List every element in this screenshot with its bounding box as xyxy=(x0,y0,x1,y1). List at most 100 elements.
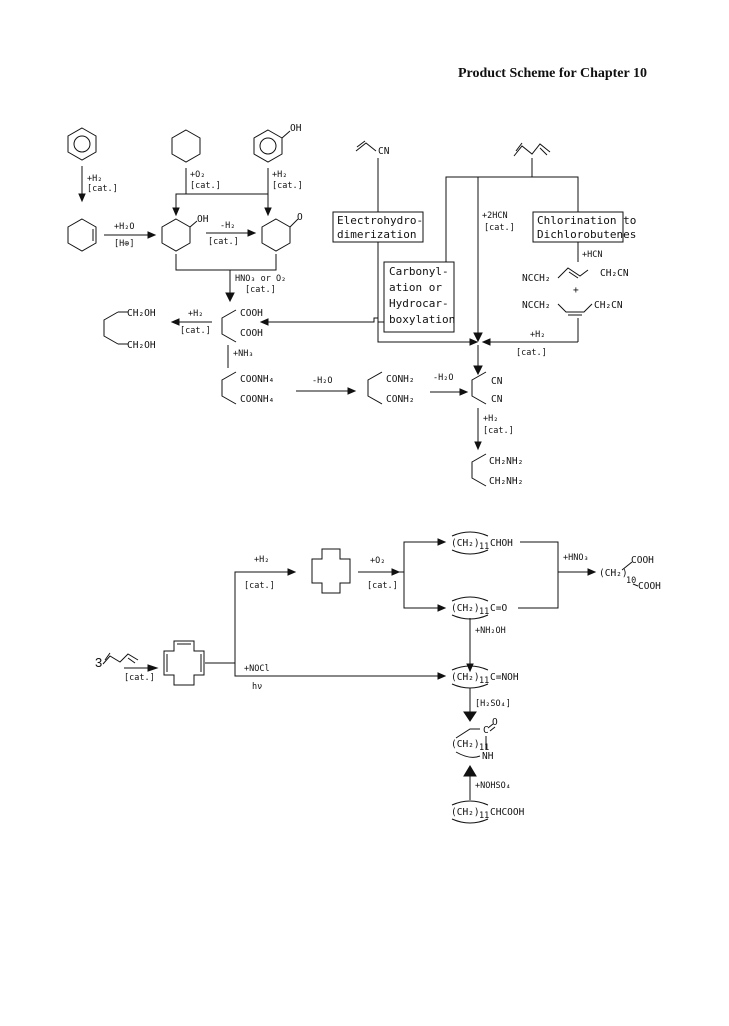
dcb1-right: CH₂CN xyxy=(600,268,629,279)
dcb1-left: NCCH₂ xyxy=(522,273,551,284)
acrylonitrile-cn-label: CN xyxy=(378,146,390,157)
oxidation-cat-bottom-label: [cat.] xyxy=(367,581,398,591)
acrylonitrile-structure xyxy=(355,140,377,152)
diamide-bottom-label: CONH₂ xyxy=(386,394,415,405)
cyclohexanol-oh-label: OH xyxy=(197,214,209,225)
adipic-acid-structure xyxy=(221,309,237,343)
dehydrogenation-cat-label: [cat.] xyxy=(208,237,239,247)
adiponitrile-top-label: CN xyxy=(491,376,503,387)
carb-line1: Carbonyl- xyxy=(389,265,449,278)
ehd-line2: dimerization xyxy=(337,228,416,241)
butadiene-bottom-structure xyxy=(102,652,139,665)
ehd-line1: Electrohydro- xyxy=(337,214,423,227)
ol-ring: (CH₂) xyxy=(451,538,480,549)
adipic-top-label: COOH xyxy=(240,308,263,319)
dehydrogenation-label: -H₂ xyxy=(220,221,235,231)
dd-index: 10 xyxy=(626,576,636,586)
hno3-label: +HNO₃ xyxy=(563,553,589,563)
adiponitrile-structure xyxy=(471,371,487,405)
hv-label: hν xyxy=(252,682,262,692)
diamine-bottom-label: CH₂NH₂ xyxy=(489,476,523,487)
dcb2-right: CH₂CN xyxy=(594,300,623,311)
phenol-h2-label: +H₂ xyxy=(272,170,287,180)
oxidation-reagent-label: HNO₃ or O₂ xyxy=(235,274,286,284)
ox-group: C=NOH xyxy=(490,672,519,683)
one-group: C=O xyxy=(490,603,507,614)
cc-index: 11 xyxy=(479,811,489,821)
phenol-cat-label: [cat.] xyxy=(272,181,303,191)
nohso4-label: +NOHSO₄ xyxy=(475,781,511,791)
dd-top: COOH xyxy=(631,555,654,566)
cyclohexanone-o-label: O xyxy=(297,212,303,223)
hydration-label: +H₂O xyxy=(114,222,134,232)
adipic-bottom-label: COOH xyxy=(240,328,263,339)
trimerization-cat-label: [cat.] xyxy=(124,673,155,683)
oxidation-cat-label: [cat.] xyxy=(190,181,221,191)
ox-index: 11 xyxy=(479,676,489,686)
h2so4-label: [H₂SO₄] xyxy=(475,699,511,709)
carbonylation-box xyxy=(383,261,455,333)
cyclohexene-structure xyxy=(67,218,97,252)
dehydration-1-label: -H₂O xyxy=(312,376,332,386)
cyclohexane-structure xyxy=(171,129,201,163)
lac-nh: NH xyxy=(482,751,494,762)
phenol-structure xyxy=(253,129,291,163)
nitrile-cat-side-label: [cat.] xyxy=(516,348,547,358)
nitrile-cat-label: [cat.] xyxy=(483,426,514,436)
benzene-h2-label: +H₂ xyxy=(87,174,102,184)
diol-h2-label: +H₂ xyxy=(188,309,203,319)
ol-group: CHOH xyxy=(490,538,513,549)
lac-c: C xyxy=(483,725,489,736)
lac-o: O xyxy=(492,717,498,728)
oxidation-reagent-cat-label: [cat.] xyxy=(245,285,276,295)
coefficient-3: 3 xyxy=(95,655,102,670)
hcn-label: +HCN xyxy=(582,250,602,260)
dcb2-left: NCCH₂ xyxy=(522,300,551,311)
nocl-label: +NOCl xyxy=(244,664,270,674)
dd-bottom: COOH xyxy=(638,581,661,592)
hydrocyanation-label: +2HCN xyxy=(482,211,508,221)
page-title: Product Scheme for Chapter 10 xyxy=(458,66,647,81)
hydrogenation-cat-label: [cat.] xyxy=(244,581,275,591)
one-ring: (CH₂) xyxy=(451,603,480,614)
oxidation-o2-bottom-label: +O₂ xyxy=(370,556,385,566)
carb-line3: Hydrocar- xyxy=(389,297,449,310)
hexanediol-structure xyxy=(103,311,128,345)
dd-ring: (CH₂) xyxy=(599,568,628,579)
benzene-structure xyxy=(67,127,97,161)
diamine-top-label: CH₂NH₂ xyxy=(489,456,523,467)
cc-group: CHCOOH xyxy=(490,807,525,818)
cyclododecane-structure xyxy=(311,548,351,594)
diol-top-label: CH₂OH xyxy=(127,308,156,319)
hydrogenation-h2-label: +H₂ xyxy=(254,555,269,565)
ox-ring: (CH₂) xyxy=(451,672,480,683)
diol-bottom-label: CH₂OH xyxy=(127,340,156,351)
cyclohexanol-structure xyxy=(161,218,198,252)
ammonium-top-label: COONH₄ xyxy=(240,374,274,385)
dehydration-2-label: -H₂O xyxy=(433,373,453,383)
carb-line2: ation or xyxy=(389,281,442,294)
nitrile-h2-side-label: +H₂ xyxy=(530,330,545,340)
nitrile-h2-label: +H₂ xyxy=(483,414,498,424)
chlor-line1: Chlorination to xyxy=(537,214,636,227)
butadiene-structure xyxy=(513,142,551,157)
benzene-cat-label: [cat.] xyxy=(87,184,118,194)
adiponitrile-bottom-label: CN xyxy=(491,394,503,405)
lac-ring: (CH₂) xyxy=(451,739,480,750)
diol-cat-label: [cat.] xyxy=(180,326,211,336)
cyclododecatriene-structure xyxy=(163,640,205,686)
one-index: 11 xyxy=(479,607,489,617)
diamide-top-label: CONH₂ xyxy=(386,374,415,385)
cc-ring: (CH₂) xyxy=(451,807,480,818)
cyclohexanone-structure xyxy=(261,218,299,252)
phenol-oh-label: OH xyxy=(290,123,302,134)
ammonia-label: +NH₃ xyxy=(233,349,253,359)
ammonium-bottom-label: COONH₄ xyxy=(240,394,274,405)
chlor-line2: Dichlorobutenes xyxy=(537,228,636,241)
adipamide-structure xyxy=(367,371,383,405)
hydrocyanation-cat-label: [cat.] xyxy=(484,223,515,233)
lac-index: 11 xyxy=(479,743,489,753)
hexamethylenediamine-structure xyxy=(471,453,487,487)
oxidation-o2-label: +O₂ xyxy=(190,170,205,180)
